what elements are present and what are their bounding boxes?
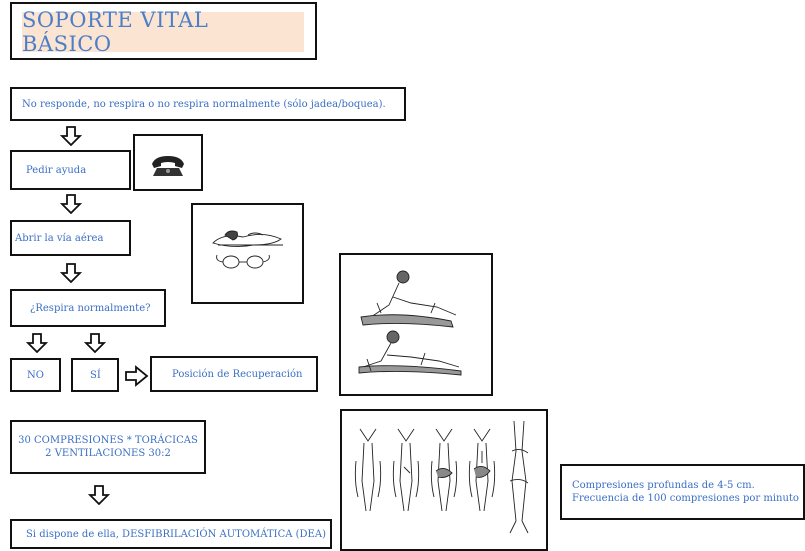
step-dea-label: Si dispone de ella, DESFIBRILACIÓN AUTOM…	[26, 528, 326, 540]
step-abrir-via: Abrir la vía aérea	[10, 220, 131, 256]
step-abrir-via-label: Abrir la vía aérea	[15, 232, 104, 244]
step-respira-label: ¿Respira normalmente?	[30, 302, 151, 314]
step-respira: ¿Respira normalmente?	[10, 289, 166, 327]
down-arrow-icon	[60, 126, 82, 146]
down-arrow-icon	[60, 263, 82, 283]
step-compresiones: 30 COMPRESIONES * TORÁCICAS 2 VENTILACIO…	[10, 420, 206, 474]
recovery-position-illustration	[358, 270, 462, 376]
down-arrow-icon	[88, 485, 110, 505]
answer-no-label: NO	[27, 369, 44, 381]
down-arrow-icon	[60, 194, 82, 214]
recovery-position-box	[339, 253, 493, 396]
step-dea: Si dispone de ella, DESFIBRILACIÓN AUTOM…	[10, 519, 332, 549]
step-compresiones-line2: 2 VENTILACIONES 30:2	[45, 448, 171, 459]
step-no-responde-label: No responde, no respira o no respira nor…	[22, 98, 386, 110]
compression-note: Compresiones profundas de 4-5 cm. Frecue…	[560, 464, 805, 520]
title-frame: SOPORTE VITAL BÁSICO	[10, 2, 317, 60]
answer-si-label: SÍ	[90, 369, 101, 381]
step-posicion-label: Posición de Recuperación	[172, 368, 303, 380]
telephone-box	[133, 134, 203, 191]
answer-si: SÍ	[71, 358, 119, 392]
airway-illustration-box	[191, 203, 304, 304]
chest-compression-box	[340, 409, 548, 551]
step-pedir-ayuda: Pedir ayuda	[10, 150, 131, 190]
compression-note-line2: Frecuencia de 100 compresiones por minut…	[572, 493, 799, 504]
page-title: SOPORTE VITAL BÁSICO	[22, 8, 304, 56]
compression-note-line1: Compresiones profundas de 4-5 cm.	[572, 480, 755, 491]
answer-no: NO	[10, 358, 61, 392]
down-arrow-icon	[84, 333, 106, 353]
airway-illustration	[212, 230, 283, 269]
chest-compression-illustration	[354, 420, 529, 534]
down-arrow-icon	[26, 333, 48, 353]
step-compresiones-line1: 30 COMPRESIONES * TORÁCICAS	[18, 435, 198, 446]
step-posicion: Posición de Recuperación	[150, 356, 318, 392]
telephone-icon	[152, 156, 184, 176]
step-no-responde: No responde, no respira o no respira nor…	[10, 87, 406, 121]
right-arrow-icon	[125, 365, 149, 387]
step-pedir-ayuda-label: Pedir ayuda	[26, 164, 87, 176]
